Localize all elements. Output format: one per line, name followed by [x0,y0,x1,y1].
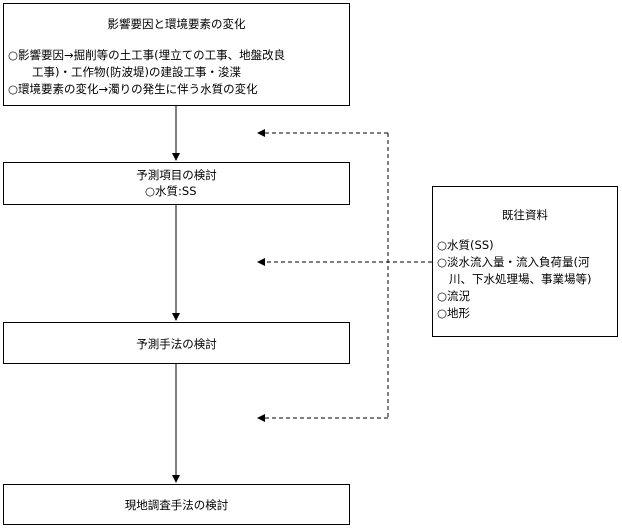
box-existing-materials-title: 既往資料 [502,208,548,222]
box-field-survey-method-title: 現地調査手法の検討 [124,498,229,512]
impact-line-1: ○影響要因→掘削等の土工事(埋立ての工事、地盤改良 [8,48,286,62]
box-impact-factors: 影響要因と環境要素の変化 ○影響要因→掘削等の土工事(埋立ての工事、地盤改良 工… [3,3,350,106]
box-field-survey-method: 現地調査手法の検討 [3,484,350,525]
box-prediction-items-title: 予測項目の検討 [136,168,217,182]
existing-item-inflow-line-1: ○淡水流入量・流入負荷量(河 [437,255,590,269]
box-prediction-method-title: 予測手法の検討 [136,337,217,351]
impact-line-3: ○環境要素の変化→濁りの発生に伴う水質の変化 [8,82,258,96]
existing-item-topography: ○地形 [437,306,471,320]
impact-line-2: 工事)・工作物(防波堤)の建設工事・浚渫 [32,65,241,79]
box-prediction-items: 予測項目の検討 ○水質:SS [3,162,350,205]
existing-item-inflow-line-2: 川、下水処理場、事業場等) [449,272,592,286]
existing-item-water-quality: ○水質(SS) [437,238,494,252]
box-prediction-method: 予測手法の検討 [3,322,350,364]
prediction-item-ss: ○水質:SS [145,184,197,198]
reference-dashed-lines [257,129,432,422]
existing-item-flow: ○流況 [437,289,471,303]
box-impact-factors-title: 影響要因と環境要素の変化 [107,17,246,31]
box-existing-materials: 既往資料 ○水質(SS) ○淡水流入量・流入負荷量(河 川、下水処理場、事業場等… [432,186,618,337]
